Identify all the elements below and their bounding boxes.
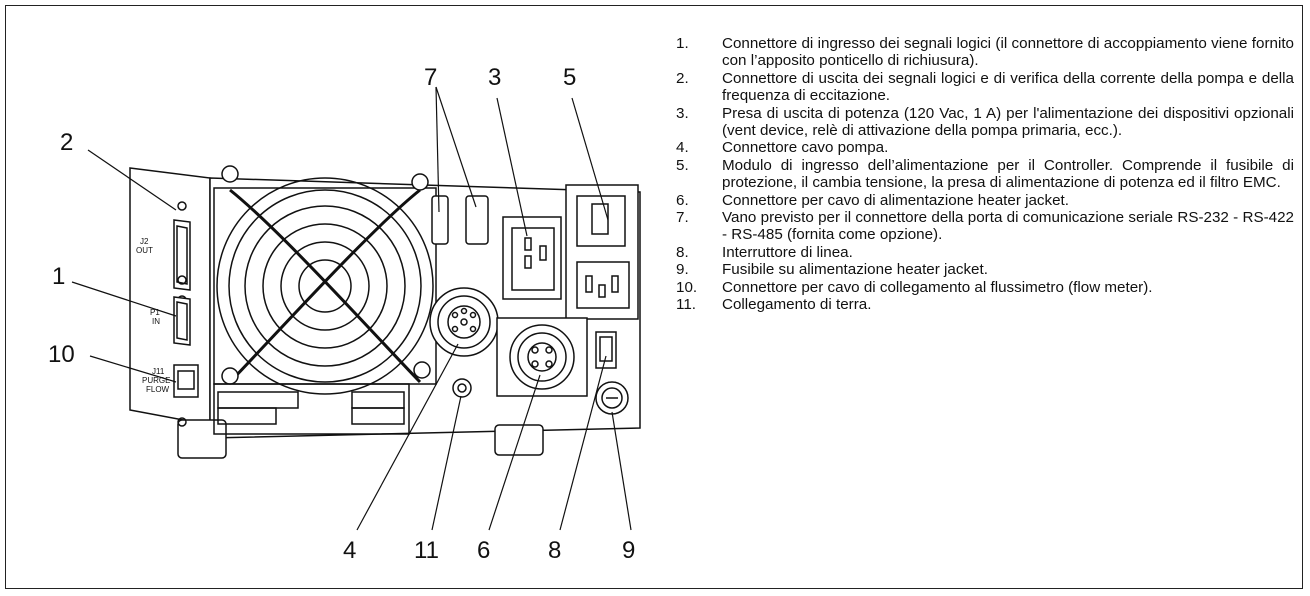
legend-text: Presa di uscita di potenza (120 Vac, 1 A… xyxy=(722,104,1294,140)
callout-6: 6 xyxy=(477,537,490,564)
heater-fuse xyxy=(595,381,629,415)
callout-11: 11 xyxy=(414,537,439,564)
legend-item: 4. Connettore cavo pompa. xyxy=(676,139,1294,156)
legend-number: 7. xyxy=(676,209,689,227)
power-entry-module xyxy=(565,184,639,320)
legend-text: Fusibile su alimentazione heater jacket. xyxy=(722,261,988,279)
legend-list: 1. Connettore di ingresso dei segnali log… xyxy=(676,35,1294,314)
legend-text: Connettore per cavo di collegamento al f… xyxy=(722,278,1153,296)
foot-left xyxy=(177,419,227,459)
legend-number: 10. xyxy=(676,278,698,296)
legend-text: Vano previsto per il connettore della po… xyxy=(722,209,1294,244)
legend-item: 10. Connettore per cavo di collegamento a… xyxy=(676,279,1294,296)
legend-item: 5. Modulo di ingresso dell’alimentazione … xyxy=(676,157,1294,192)
legend-text: Connettore per cavo di alimentazione hea… xyxy=(722,191,1069,209)
p1-connector xyxy=(173,275,191,346)
legend-text: Connettore cavo pompa. xyxy=(722,139,889,157)
pump-cable-connector xyxy=(429,287,499,357)
legend-item: 2. Connettore di uscita dei segnali logic… xyxy=(676,70,1294,105)
callout-1: 1 xyxy=(52,263,65,290)
j2-label-line2: OUT xyxy=(136,246,153,255)
legend-item: 6. Connettore per cavo di alimentazione h… xyxy=(676,192,1294,209)
legend-text: Connettore di ingresso dei segnali logic… xyxy=(722,35,1294,70)
callout-3: 3 xyxy=(488,64,501,91)
legend-text: Modulo di ingresso dell’alimentazione pe… xyxy=(722,156,1294,192)
power-output-socket xyxy=(502,216,562,300)
legend-text: Collegamento di terra. xyxy=(722,296,872,314)
j11-label-line2: PURGE xyxy=(142,376,170,385)
legend-item: 7. Vano previsto per il connettore della … xyxy=(676,209,1294,244)
j11-label-line3: FLOW xyxy=(146,385,170,394)
j2-label-line1: J2 xyxy=(140,237,149,246)
legend-item: 9. Fusibile su alimentazione heater jacke… xyxy=(676,261,1294,278)
j2-connector xyxy=(173,201,191,305)
callout-7: 7 xyxy=(424,64,437,91)
legend-number: 1. xyxy=(676,35,689,52)
legend-number: 5. xyxy=(676,156,689,174)
callout-leaders xyxy=(71,86,632,531)
legend-number: 3. xyxy=(676,104,689,122)
page-frame xyxy=(5,5,1303,589)
callout-8: 8 xyxy=(548,537,561,564)
legend-number: 11. xyxy=(676,296,696,314)
legend-number: 2. xyxy=(676,69,689,87)
callout-9: 9 xyxy=(622,537,635,564)
line-switch xyxy=(595,331,617,369)
callout-4: 4 xyxy=(343,537,356,564)
legend-item: 1. Connettore di ingresso dei segnali log… xyxy=(676,35,1294,70)
j11-label-line1: J11 xyxy=(152,367,165,376)
legend-number: 9. xyxy=(676,261,689,279)
legend-item: 11. Collegamento di terra. xyxy=(676,296,1294,313)
lower-vent-slots xyxy=(213,383,410,435)
callout-2: 2 xyxy=(60,129,73,156)
legend-item: 8. Interruttore di linea. xyxy=(676,244,1294,261)
p1-label-line1: P1 xyxy=(150,308,160,317)
fan-assembly xyxy=(213,165,437,395)
j11-connector xyxy=(173,364,199,398)
legend-number: 4. xyxy=(676,139,689,157)
legend-item: 3. Presa di uscita di potenza (120 Vac, 1… xyxy=(676,105,1294,140)
callout-10: 10 xyxy=(48,341,75,368)
p1-label-line2: IN xyxy=(152,317,160,326)
legend-text: Interruttore di linea. xyxy=(722,243,853,261)
serial-port-slots xyxy=(431,195,489,245)
legend-number: 6. xyxy=(676,191,689,209)
callout-5: 5 xyxy=(563,64,576,91)
legend-number: 8. xyxy=(676,243,689,261)
heater-jacket-connector xyxy=(496,317,588,397)
legend-text: Connettore di uscita dei segnali logici … xyxy=(722,69,1294,105)
ground-terminal xyxy=(452,378,472,398)
controller-rear-panel-drawing: J2 OUT P1 IN J11 PURGE FLOW 2 1 10 7 3 5… xyxy=(48,64,641,564)
